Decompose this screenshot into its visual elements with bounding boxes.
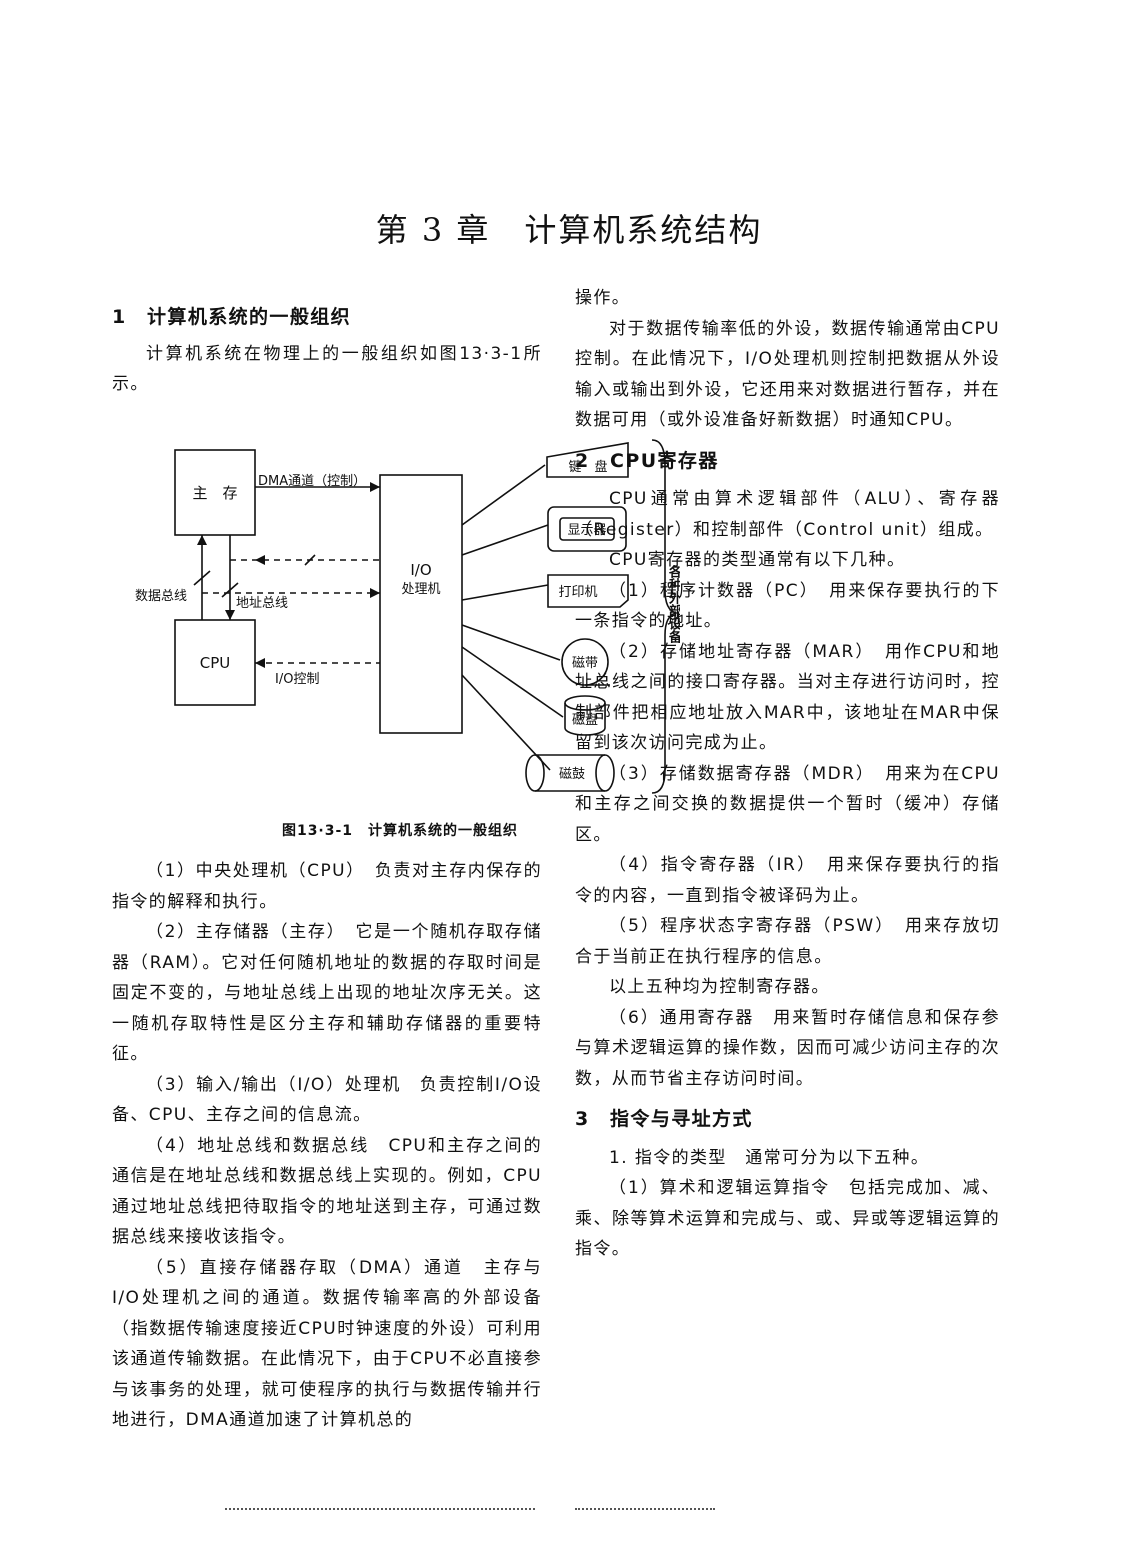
item-buses: （4）地址总线和数据总线 CPU和主存之间的通信是在地址总线和数据总线上实现的。… [112,1135,542,1248]
register-pc: （1）程序计数器（PC） 用来保存要执行的下一条指令的地址。 [575,580,1000,632]
section-heading-1: 1 计算机系统的一般组织 [112,306,352,328]
tape-label: 磁带 [572,656,598,671]
display-outer [547,506,627,552]
printer-shape [547,574,629,608]
system-organization-diagram: 主 存 CPU I/O 处理机 DMA通道（控制） 数据总线 地址总线 I/O控… [135,439,680,794]
low-rate-paragraph: 对于数据传输率低的外设，数据传输通常由CPU控制。在此情况下，I/O处理机则控制… [575,318,1000,431]
section-heading-3: 3 指令与寻址方式 [575,1108,753,1130]
item-cpu: （1）中央处理机（CPU） 负责对主存内保存的指令的解释和执行。 [112,861,542,912]
left-column-items: （1）中央处理机（CPU） 负责对主存内保存的指令的解释和执行。 （2）主存储器… [112,856,542,1436]
register-mdr: （3）存储数据寄存器（MDR） 用来为在CPU和主存之间交换的数据提供一个暂时（… [575,763,1000,845]
printer-label: 打印机 [558,585,597,600]
data-bus-label: 数据总线 [135,589,187,604]
left-column-top: 1 计算机系统的一般组织 计算机系统在物理上的一般组织如图13·3-1所示。 [112,302,542,400]
item-main-memory: （2）主存储器（主存） 它是一个随机存取存储器（RAM）。它对任何随机地址的数据… [112,922,542,1064]
keyboard-shape [546,442,629,478]
address-bus-label: 地址总线 [236,596,288,611]
register-ir: （4）指令寄存器（IR） 用来保存要执行的指令的内容，一直到指令被译码为止。 [575,855,1000,906]
intro-paragraph: 计算机系统在物理上的一般组织如图13·3-1所示。 [112,343,542,395]
cpu-label: CPU [200,654,231,672]
item-io-processor: （3）输入/输出（I/O）处理机 负责控制I/O设备、CPU、主存之间的信息流。 [112,1074,542,1126]
peripherals-label: 各种外部设备 [666,565,680,643]
footer-rule-left [225,1508,535,1510]
peripherals-brace [651,439,680,794]
register-psw: （5）程序状态字寄存器（PSW） 用来存放切合于当前正在执行程序的信息。 [575,916,1000,967]
register-general: （6）通用寄存器 用来暂时存储信息和保存参与算术逻辑运算的操作数，因而可减少访问… [575,1007,1000,1089]
io-label-1: I/O [410,561,431,579]
disk-label: 磁盘 [572,712,598,728]
figure-caption: 图13·3-1 计算机系统的一般组织 [281,823,519,839]
instruction-types-intro: 1. 指令的类型 通常可分为以下五种。 [609,1147,930,1168]
register-mar: （2）存储地址寄存器（MAR） 用作CPU和地址总线之间的接口寄存器。当对主存进… [575,641,1000,754]
right-column: 操作。 对于数据传输率低的外设，数据传输通常由CPU控制。在此情况下，I/O处理… [575,283,1000,1265]
footer-rule-right [575,1508,715,1510]
section-heading-2: 2 CPU寄存器 [575,449,719,472]
io-control-label: I/O控制 [275,672,319,687]
io-label-2: 处理机 [401,582,440,597]
dma-label: DMA通道（控制） [258,474,366,489]
display-inner [559,517,615,541]
io-processor-box [379,474,463,734]
display-label: 显示器 [567,523,606,538]
register-types-intro: CPU寄存器的类型通常有以下几种。 [609,550,906,570]
main-memory-label: 主 存 [192,484,237,502]
cpu-composition: CPU通常由算术逻辑部件（ALU）、寄存器（Register）和控制部件（Con… [575,489,1000,540]
control-register-summary: 以上五种均为控制寄存器。 [609,977,830,997]
main-memory-box [174,449,256,536]
item-dma: （5）直接存储器存取（DMA）通道 主存与I/O处理机之间的通道。数据传输率高的… [112,1257,542,1431]
instruction-arith-logic: （1）算术和逻辑运算指令 包括完成加、减、乘、除等算术运算和完成与、或、异或等逻… [575,1178,1000,1259]
continued-text: 操作。 [575,288,631,308]
chapter-title: 第 3 章 计算机系统结构 [375,211,763,249]
keyboard-label: 键 盘 [568,459,607,475]
drum-label: 磁鼓 [559,767,585,782]
